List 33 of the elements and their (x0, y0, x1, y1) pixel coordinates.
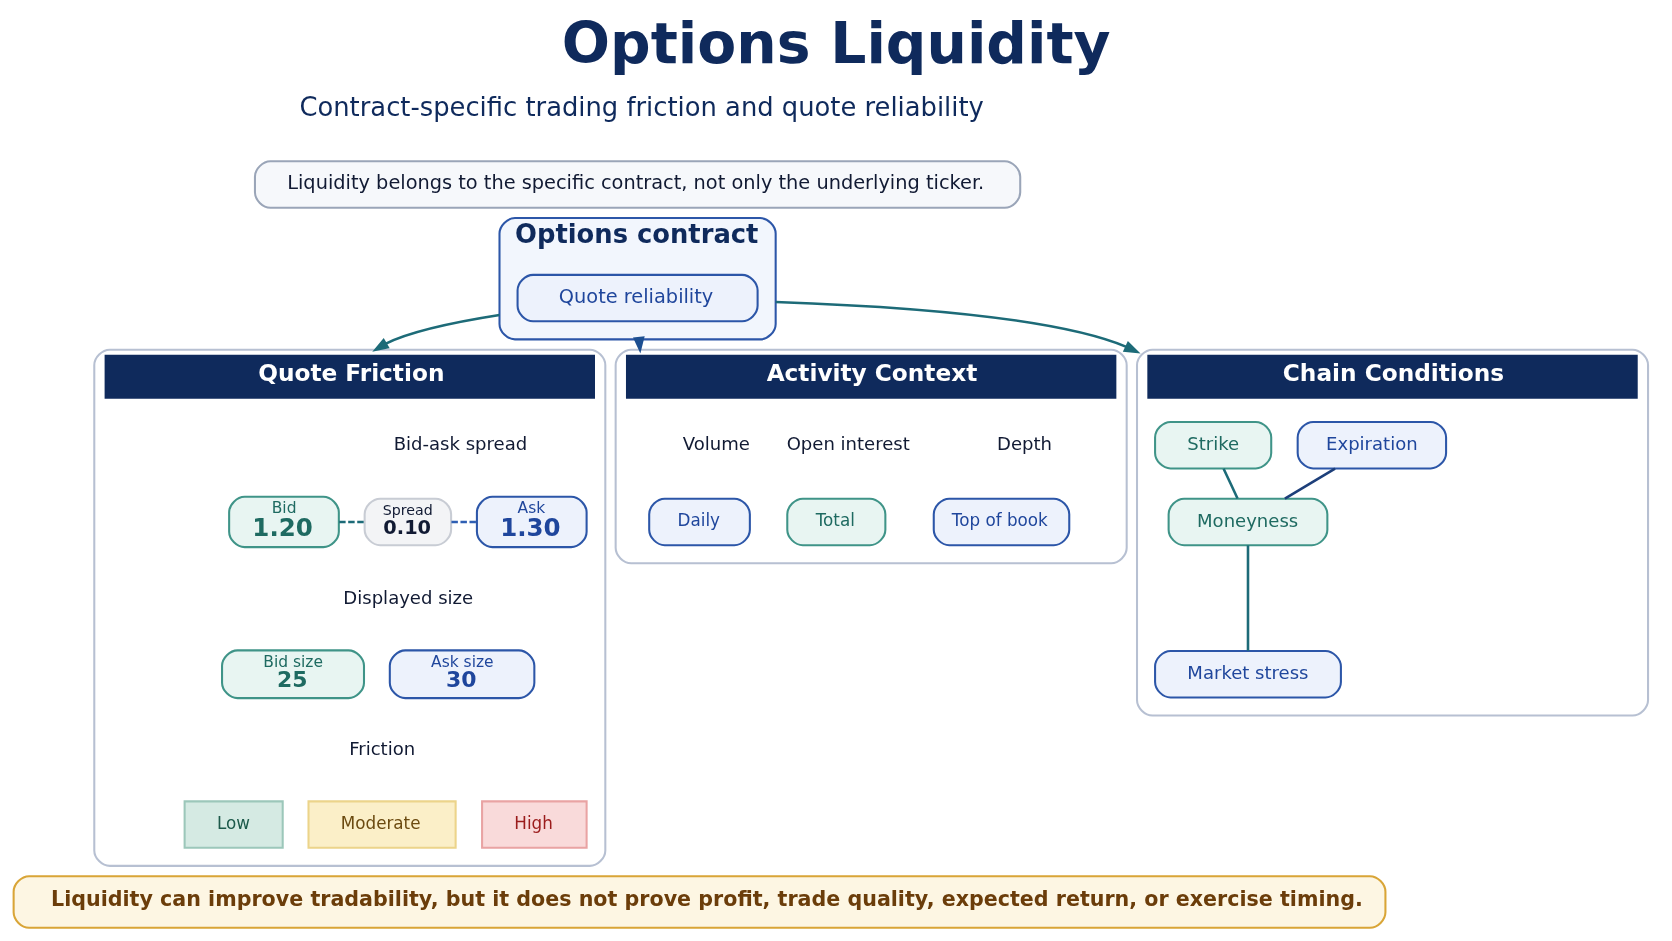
label: Contract-specific trading friction and quote reliability (299, 91, 984, 122)
node-box: Low (183, 799, 284, 849)
node-box: Liquidity belongs to the specific contract, not only the underlying ticker. (253, 159, 1022, 209)
label: Open interest (786, 432, 910, 454)
node-box: Moneyness (1167, 497, 1329, 546)
label: Bid-ask spread (393, 432, 528, 454)
label: Depth (996, 432, 1052, 454)
node-box: Spread 0.10 (363, 497, 453, 546)
node-box: High (481, 799, 588, 849)
node-box: Ask 1.30 (475, 495, 588, 548)
node-box: Expiration (1296, 420, 1448, 469)
connector (339, 520, 365, 523)
node-box: Bid 1.20 (228, 495, 340, 548)
node-box: Strike (1154, 420, 1273, 469)
connector (1246, 544, 1250, 651)
arrow (775, 300, 1141, 353)
node-box: Quote reliability (516, 273, 759, 322)
label: Friction (349, 737, 416, 759)
diagram-title: Options Liquidity (561, 9, 1111, 76)
node-box: Total (786, 497, 887, 546)
label: Volume (682, 432, 750, 454)
connector (451, 520, 477, 523)
connector (1284, 466, 1336, 500)
connector (1222, 467, 1239, 499)
node-box: Liquidity can improve tradability, but it does not prove profit, trade quality, expected return, or exercise timing. (12, 874, 1387, 929)
node-box: Ask size 30 (388, 648, 536, 699)
node-box: Top of book (932, 497, 1071, 546)
node-box: Daily (648, 497, 751, 546)
node-box: Moderate (307, 799, 457, 849)
node-box: Bid size 25 (221, 648, 366, 699)
label: Displayed size (343, 586, 474, 608)
arrow (372, 313, 500, 352)
node-box: Market stress (1154, 649, 1342, 698)
